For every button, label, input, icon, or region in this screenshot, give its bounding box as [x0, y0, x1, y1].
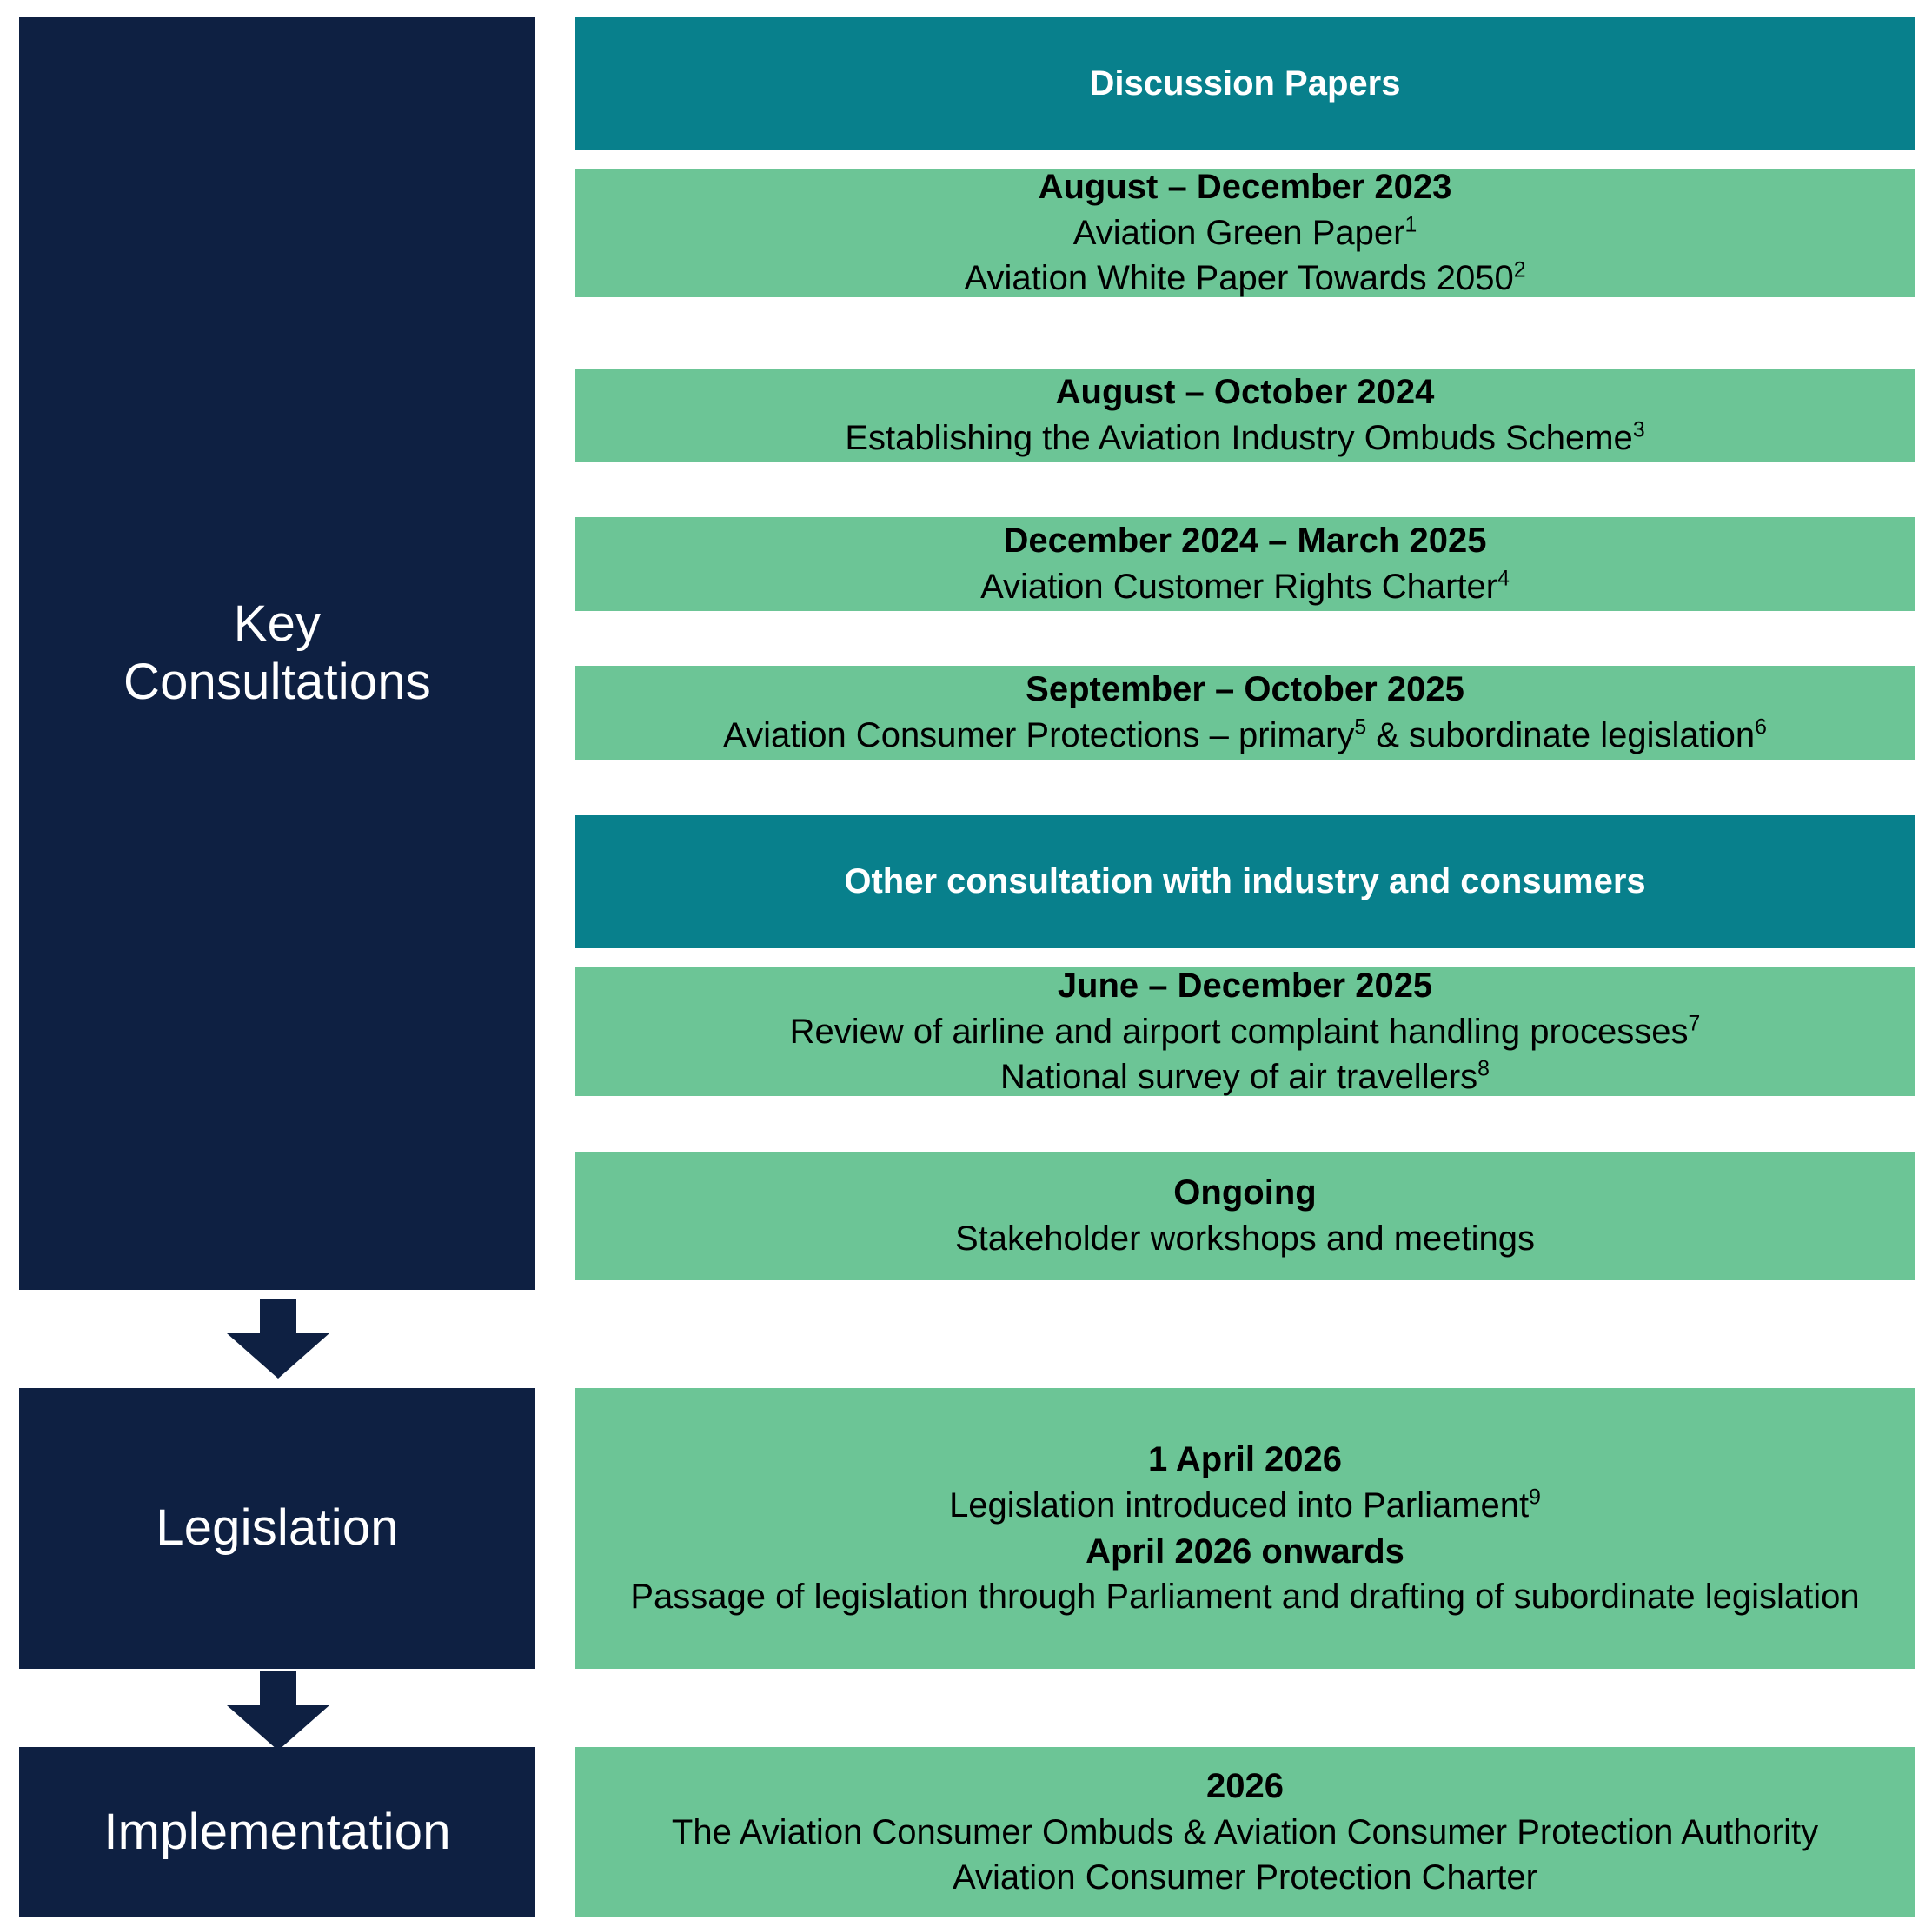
arrow-down-icon-legislation-to-implementation — [227, 1671, 329, 1751]
arrow-down-icon-consultations-to-legislation — [227, 1299, 329, 1379]
footnote-marker: 8 — [1477, 1058, 1490, 1082]
implementation-detail-box: 2026 The Aviation Consumer Ombuds & Avia… — [575, 1747, 1915, 1917]
consultation-line-text: Aviation Consumer Protections – primary — [723, 716, 1355, 754]
consultation-line-text: Aviation Green Paper — [1072, 213, 1405, 252]
footnote-marker: 3 — [1632, 418, 1645, 442]
footnote-marker: 4 — [1497, 567, 1510, 591]
section-header-other-consultation: Other consultation with industry and con… — [575, 815, 1915, 948]
footnote-marker: 9 — [1529, 1485, 1541, 1510]
implementation-line-2: Aviation Consumer Protection Charter — [953, 1858, 1537, 1897]
legislation-line-1: Legislation introduced into Parliament9 — [949, 1483, 1541, 1529]
consultation-line: Establishing the Aviation Industry Ombud… — [845, 415, 1644, 462]
consultation-line-text: Establishing the Aviation Industry Ombud… — [845, 419, 1633, 457]
consultation-period: Ongoing — [1173, 1173, 1317, 1212]
legislation-period-1: 1 April 2026 — [1147, 1439, 1343, 1478]
stage-legislation-label: Legislation — [156, 1499, 399, 1557]
legislation-period-2: April 2026 onwards — [1086, 1531, 1404, 1571]
stage-implementation: Implementation — [19, 1747, 535, 1917]
consultation-period: December 2024 – March 2025 — [1003, 522, 1487, 561]
stage-implementation-label: Implementation — [103, 1803, 451, 1860]
consultation-line: Aviation Consumer Protections – primary5… — [723, 713, 1767, 759]
consultation-line-text-2: & subordinate legislation — [1366, 716, 1756, 754]
consultation-line-text: Review of airline and airport complaint … — [789, 1012, 1689, 1051]
footnote-marker: 2 — [1513, 259, 1526, 283]
consultation-line-text: National survey of air travellers — [1000, 1058, 1478, 1097]
footnote-marker-2: 6 — [1755, 715, 1767, 740]
footnote-marker: 7 — [1688, 1012, 1701, 1036]
consultation-line: Review of airline and airport complaint … — [790, 1009, 1701, 1055]
consultation-line: Aviation Customer Rights Charter4 — [980, 564, 1510, 610]
legislation-line-1-text: Legislation introduced into Parliament — [949, 1485, 1530, 1525]
consultation-period: June – December 2025 — [1057, 966, 1433, 1005]
consultation-period: August – December 2023 — [1038, 167, 1452, 206]
consultation-line-text: Aviation Customer Rights Charter — [980, 568, 1498, 606]
consultation-line: National survey of air travellers8 — [1000, 1054, 1490, 1100]
consultation-period: September – October 2025 — [1026, 670, 1464, 709]
consultation-line-text: Stakeholder workshops and meetings — [954, 1219, 1536, 1258]
consultation-item-ongoing: Ongoing Stakeholder workshops and meetin… — [575, 1152, 1915, 1280]
other-consultation-header-label: Other consultation with industry and con… — [844, 862, 1646, 901]
consultation-item-dec-2024-mar-2025: December 2024 – March 2025 Aviation Cust… — [575, 517, 1915, 611]
stage-legislation: Legislation — [19, 1388, 535, 1669]
legislation-line-2: Passage of legislation through Parliamen… — [630, 1578, 1860, 1617]
footnote-marker: 1 — [1404, 213, 1417, 237]
consultation-item-aug-dec-2023: August – December 2023 Aviation Green Pa… — [575, 168, 1915, 297]
implementation-line-1: The Aviation Consumer Ombuds & Aviation … — [671, 1812, 1819, 1851]
discussion-papers-header-label: Discussion Papers — [1089, 64, 1401, 103]
consultation-line: Aviation Green Paper1 — [1073, 210, 1417, 256]
legislation-detail-box: 1 April 2026 Legislation introduced into… — [575, 1388, 1915, 1669]
consultation-line: Aviation White Paper Towards 20502 — [964, 256, 1525, 302]
implementation-period: 2026 — [1206, 1766, 1284, 1805]
consultation-line-text: Aviation White Paper Towards 2050 — [964, 259, 1514, 298]
consultation-period: August – October 2024 — [1055, 373, 1435, 412]
consultation-line: Stakeholder workshops and meetings — [955, 1216, 1535, 1262]
consultation-item-sep-oct-2025: September – October 2025 Aviation Consum… — [575, 666, 1915, 760]
footnote-marker: 5 — [1354, 715, 1367, 740]
consultation-item-aug-oct-2024: August – October 2024 Establishing the A… — [575, 369, 1915, 462]
consultation-item-jun-dec-2025: June – December 2025 Review of airline a… — [575, 967, 1915, 1096]
section-header-discussion-papers: Discussion Papers — [575, 17, 1915, 150]
